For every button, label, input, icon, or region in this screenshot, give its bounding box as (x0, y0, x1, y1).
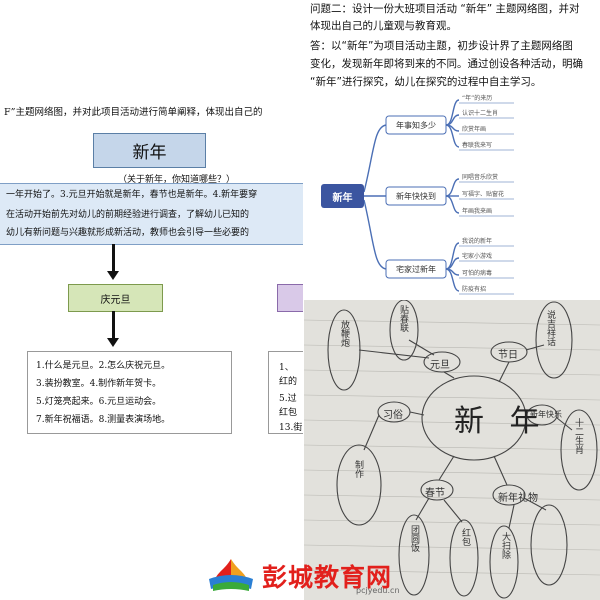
mindmap-branch-node (385, 115, 447, 135)
band-line: 幼儿有新问题与兴趣就形成新活动，教师也会引导一些必要的 (6, 228, 250, 238)
photo-scribble: 元旦 (430, 360, 450, 371)
mindmap-leaf: 认识十二生肖 (462, 110, 499, 117)
mindmap-leaf: “年”的来历 (462, 95, 493, 102)
photo-scribble: 放鞭炮 (339, 320, 349, 347)
mindmap-leaf: 年画我来画 (462, 208, 493, 215)
answer-line: 问题二：设计一份大班项目活动 “新年” 主题网络图，并对 (310, 3, 580, 15)
arrow-head (107, 271, 119, 280)
list-item: 红包 (279, 408, 298, 418)
answer-line: “新年”进行探究，幼儿在探究的过程中自主学习。 (310, 76, 542, 88)
mindmap-branch: 宅家过新年 (396, 264, 436, 274)
photo-sketch (304, 300, 600, 600)
purple-box (277, 284, 303, 312)
logo-subtext: pcjyedu.cn (356, 586, 400, 595)
mindmap (321, 99, 514, 295)
mindmap-leaf: 写福字、贴窗花 (462, 191, 505, 198)
band-line: 在活动开始前先对幼儿的前期经验进行调查，了解幼儿已知的 (6, 210, 250, 220)
logo-text: 彭城教育网 (262, 563, 393, 592)
photo-scribble: 贴春联 (398, 305, 408, 332)
list-item: 1.什么是元旦。2.怎么庆祝元旦。 (36, 361, 171, 371)
photo-scribble: 十二生肖 (573, 418, 583, 454)
mindmap-center: 新年 (332, 192, 353, 204)
mindmap-branch-node (385, 186, 447, 206)
list-item: 5.过 (279, 394, 297, 404)
mindmap-branch-node (385, 259, 447, 279)
photo-scribble: 节日 (498, 350, 518, 361)
mindmap-leaf: 我说的新年 (462, 238, 493, 245)
mindmap-center-node (321, 184, 364, 208)
photo-scribble: 新年快乐 (530, 410, 562, 419)
photo-scribble: 春节 (425, 488, 445, 499)
list-item: 13.街 (279, 423, 303, 433)
list-item: 1、 (279, 363, 294, 373)
mindmap-leaf: 欣赏年画 (462, 126, 487, 133)
photo-scribble: 新年礼物 (498, 493, 538, 504)
title-subtitle: （关于新年，你知道哪些？） (118, 175, 236, 185)
left-document: F”主题网络图，并对此项目活动进行简单阐释，体现出自己的 新年 （关于新年，你知… (0, 0, 303, 462)
mindmap-leaf: 同唱音乐欣赏 (462, 174, 499, 181)
list-item: 3.装扮教室。4.制作新年贺卡。 (36, 379, 162, 389)
band-line: 一年开始了。3.元旦开始就是新年，春节也是新年。4.新年要穿 (6, 190, 258, 200)
photo-scribble: 制作 (353, 460, 363, 478)
list-item: 5.灯笼亮起来。6.元旦运动会。 (36, 397, 162, 407)
list-item: 红的 (279, 377, 298, 387)
mindmap-leaf: 防疫有招 (462, 286, 487, 293)
photo-scribble: 习俗 (383, 410, 403, 421)
activity-list-2: 1、 红的 5.过 红包 13.街 (268, 351, 303, 434)
logo-icon (209, 559, 253, 591)
arrow-down (112, 244, 115, 271)
title-box: 新年 (93, 133, 206, 168)
mindmap-leaf: 宅家小游戏 (462, 253, 493, 260)
photo-scribble: 大扫除 (500, 532, 510, 559)
handwritten-mindmap-photo: 新 年 元旦 节日 习俗 新年快乐 说吉祥话 放鞭炮 十二生肖 春节 新年礼物 … (304, 300, 600, 600)
photo-scribble: 团圆饭 (409, 525, 419, 552)
arrow-head (107, 338, 119, 347)
green-box: 庆元旦 (68, 284, 163, 312)
photo-center-text: 新 年 (454, 404, 548, 439)
arrow-down (112, 311, 115, 340)
activity-list: 1.什么是元旦。2.怎么庆祝元旦。 3.装扮教室。4.制作新年贺卡。 5.灯笼亮… (27, 351, 232, 434)
description-band: 一年开始了。3.元旦开始就是新年，春节也是新年。4.新年要穿 在活动开始前先对幼… (0, 183, 303, 245)
answer-panel: 问题二：设计一份大班项目活动 “新年” 主题网络图，并对 体现出自己的儿童观与教… (304, 0, 600, 300)
photo-scribble: 说吉祥话 (545, 310, 555, 346)
photo-scribble: 红包 (460, 528, 470, 546)
answer-line: 答：以“新年”为项目活动主题，初步设计界了主题网络图 (310, 40, 573, 52)
intro-text: F”主题网络图，并对此项目活动进行简单阐释，体现出自己的 (4, 107, 263, 118)
mindmap-leaf: 可怕的病毒 (462, 270, 493, 277)
mindmap-branch: 新年快快到 (396, 191, 436, 201)
answer-line: 变化，发现新年即将到来的不同。通过创设各种活动，明确 (310, 58, 583, 70)
mindmap-branch: 年事知多少 (396, 120, 436, 130)
answer-line: 体现出自己的儿童观与教育观。 (310, 20, 457, 32)
mindmap-leaf: 春联我来写 (462, 142, 493, 149)
list-item: 7.新年祝福语。8.测量表演场地。 (36, 415, 171, 425)
